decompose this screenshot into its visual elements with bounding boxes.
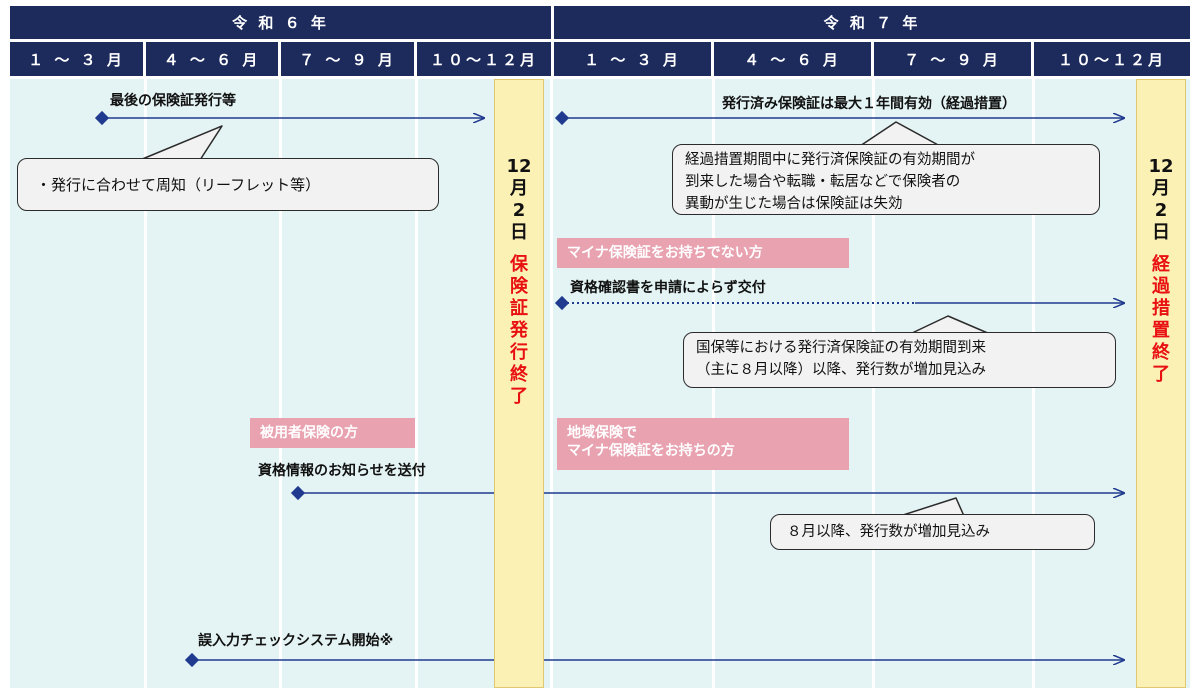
band-date: 12 月 2 日	[495, 156, 543, 244]
band-text-char: 措	[1152, 298, 1170, 319]
band-text-char: 行	[510, 342, 528, 363]
column-divider	[550, 79, 553, 688]
pink-label-line: 地域保険で	[567, 425, 637, 441]
column-divider	[415, 79, 418, 688]
quarter-header: １ ～ ３ 月	[10, 42, 143, 76]
band-date-char: 日	[510, 222, 528, 243]
band-date-char: 2	[512, 200, 526, 221]
bubble-transition: 経過措置期間中に発行済保険証の有効期間が 到来した場合や転職・転居などで保険者の…	[672, 144, 1100, 215]
arrow-qualification-cert	[554, 295, 1124, 311]
bubble-tail	[139, 125, 223, 161]
band-text-char: 険	[510, 276, 528, 297]
quarter-header: １０～１２月	[1034, 42, 1190, 76]
bubble-line: 到来した場合や転職・転居などで保険者の	[685, 174, 961, 190]
band-text-char: 終	[510, 364, 528, 385]
band-date-char: 月	[1152, 178, 1170, 199]
band-date-char: 12	[506, 156, 532, 177]
band-date-char: 月	[510, 178, 528, 199]
column-divider	[144, 79, 147, 688]
column-divider	[279, 79, 282, 688]
bubble-tail	[859, 121, 941, 147]
label-last-issue: 最後の保険証発行等	[110, 93, 236, 109]
label-qualification-cert: 資格確認書を申請によらず交付	[570, 280, 766, 296]
band-text-char: 保	[510, 254, 528, 275]
bubble-august: ８月以降、発行数が増加見込み	[770, 514, 1095, 550]
arrow-error-check	[184, 652, 1124, 668]
arrow-last-issue	[94, 110, 484, 126]
pink-label-no-mynumber: マイナ保険証をお持ちでない方	[557, 238, 849, 268]
band-text-char: 終	[1152, 342, 1170, 363]
pink-label-line: マイナ保険証をお持ちの方	[567, 443, 735, 459]
band-text-char: 発	[510, 320, 528, 341]
band-text-char: 置	[1152, 320, 1170, 341]
year-header-r7: 令 和 ７ 年	[554, 6, 1190, 39]
arrow-qualification-info	[290, 485, 1124, 501]
end-of-issue-band: 12 月 2 日 保 険 証 発 行 終 了	[494, 79, 544, 688]
band-text-char: 了	[1152, 364, 1170, 385]
band-date: 12 月 2 日	[1137, 156, 1185, 244]
quarter-header: １０～１２月	[417, 42, 551, 76]
band-text: 保 険 証 発 行 終 了	[495, 254, 543, 408]
bubble-line: 国保等における発行済保険証の有効期間到来	[696, 340, 986, 356]
band-text: 経 過 措 置 終 了	[1137, 254, 1185, 386]
label-valid-one-year: 発行済み保険証は最大１年間有効（経過措置）	[722, 96, 1016, 112]
band-date-char: 12	[1148, 156, 1174, 177]
pink-label-employee: 被用者保険の方	[250, 418, 415, 448]
band-date-char: 2	[1154, 200, 1168, 221]
bubble-line: （主に８月以降）以降、発行数が増加見込み	[696, 362, 986, 378]
quarter-header: ４ ～ ６ 月	[714, 42, 871, 76]
bubble-national: 国保等における発行済保険証の有効期間到来 （主に８月以降）以降、発行数が増加見込…	[683, 332, 1116, 388]
label-error-check: 誤入力チェックシステム開始※	[198, 633, 394, 649]
quarter-header: ７ ～ ９ 月	[874, 42, 1031, 76]
quarter-header: ７ ～ ９ 月	[281, 42, 414, 76]
bubble-notice: ・発行に合わせて周知（リーフレット等）	[17, 158, 439, 211]
arrow-valid-one-year	[554, 110, 1124, 126]
year-header-r6: 令 和 ６ 年	[10, 6, 551, 39]
band-text-char: 了	[510, 386, 528, 407]
pink-label-regional: 地域保険で マイナ保険証をお持ちの方	[557, 418, 849, 470]
band-date-char: 日	[1152, 222, 1170, 243]
band-text-char: 過	[1152, 276, 1170, 297]
quarter-header: １ ～ ３ 月	[554, 42, 711, 76]
end-of-transition-band: 12 月 2 日 経 過 措 置 終 了	[1136, 79, 1186, 688]
band-text-char: 証	[510, 298, 528, 319]
bubble-line: 経過措置期間中に発行済保険証の有効期間が	[685, 152, 975, 168]
bubble-tail	[909, 315, 991, 335]
band-text-char: 経	[1152, 254, 1170, 275]
label-qualification-info: 資格情報のお知らせを送付	[258, 463, 426, 479]
quarter-header: ４ ～ ６ 月	[146, 42, 278, 76]
bubble-tail	[899, 497, 965, 517]
bubble-line: 異動が生じた場合は保険証は失効	[685, 196, 903, 212]
